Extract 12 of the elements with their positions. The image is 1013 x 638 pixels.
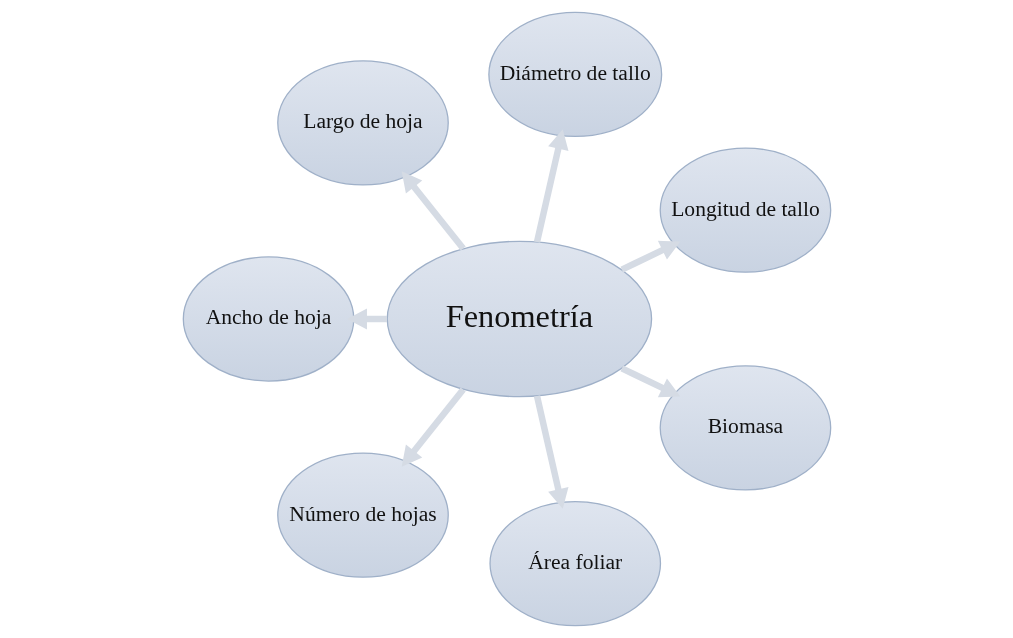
arrow: [401, 387, 466, 467]
node-ellipse: Diámetro de tallo: [487, 11, 662, 138]
arrow: [619, 365, 680, 398]
arrow: [533, 129, 568, 243]
node-ellipse: Ancho de hoja: [182, 256, 354, 382]
arrow: [533, 395, 568, 509]
node-ellipse: Número de hojas: [276, 452, 449, 578]
arrow: [619, 240, 680, 273]
node-ellipse: Fenometría: [386, 240, 652, 398]
node-ellipse: Área foliar: [488, 500, 661, 627]
node-ellipse: Largo de hoja: [276, 60, 449, 186]
arrow: [401, 171, 466, 251]
